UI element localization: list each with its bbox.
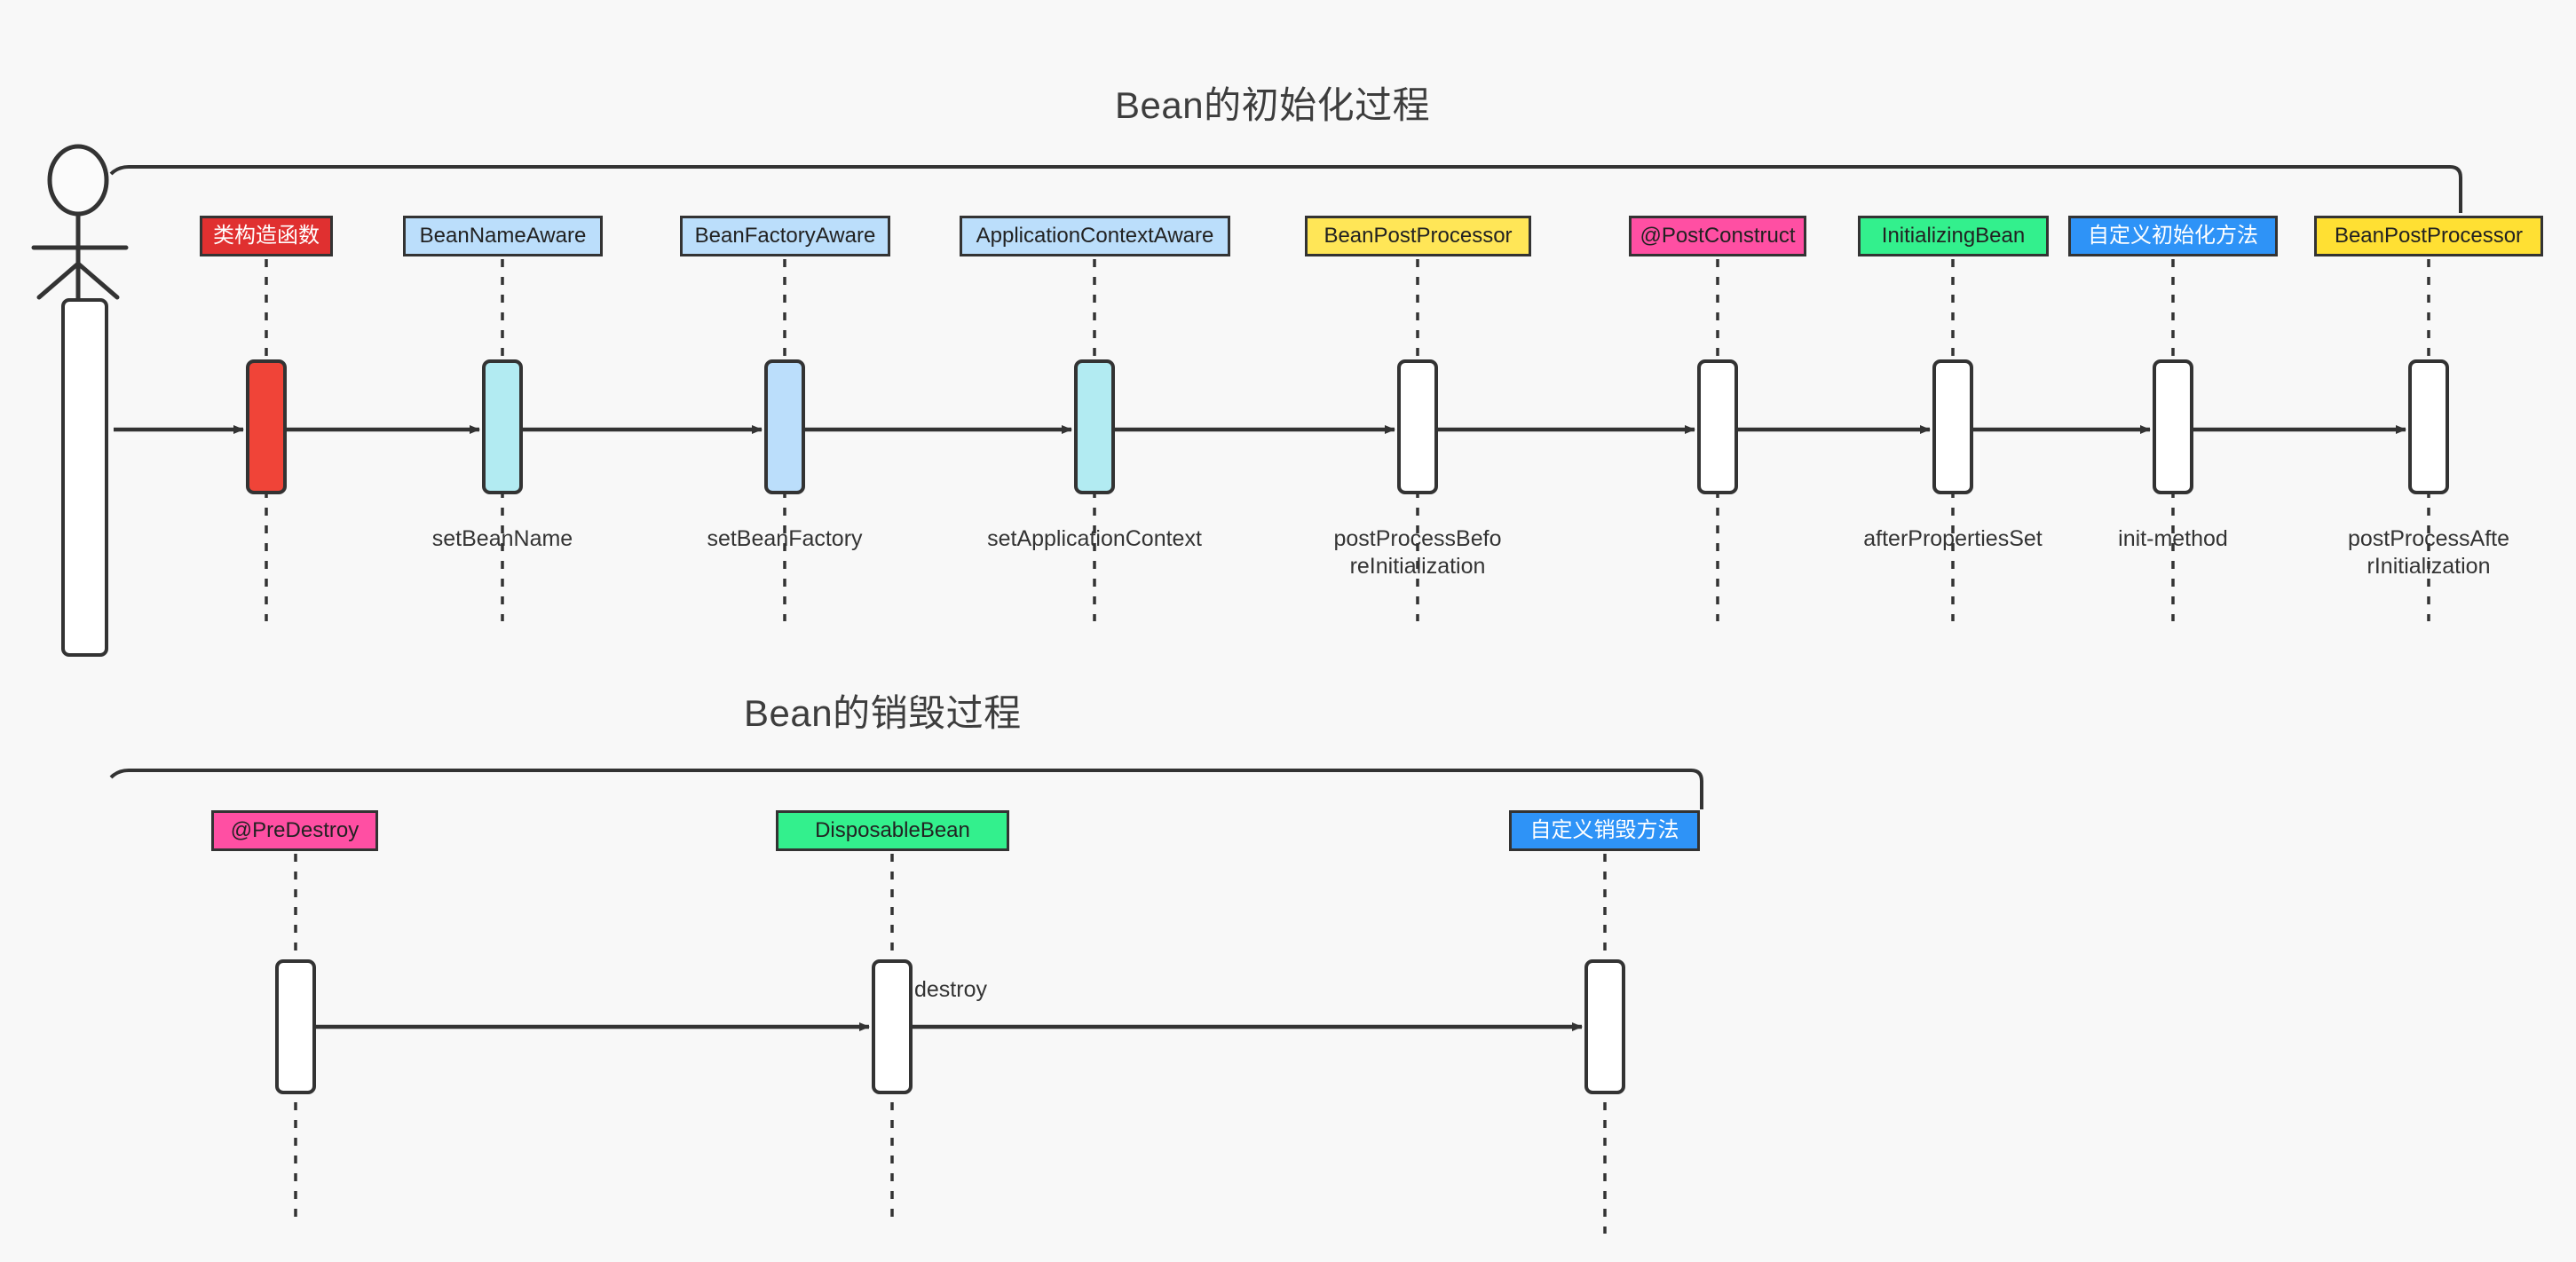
participant-box-initializing-bean[interactable]: InitializingBean	[1858, 216, 2049, 256]
participant-box-bean-factory-aware[interactable]: BeanFactoryAware	[680, 216, 890, 256]
destroy-section-bracket	[109, 769, 1703, 809]
participant-box-constructor[interactable]: 类构造函数	[200, 216, 333, 256]
participant-box-custom-init-method[interactable]: 自定义初始化方法	[2068, 216, 2278, 256]
participant-label: 自定义初始化方法	[2088, 224, 2258, 248]
participant-label: BeanNameAware	[419, 224, 587, 248]
destroy-section-title: Bean的销毁过程	[744, 692, 1022, 734]
message-label-post-process-before-initialization: postProcessBefo reInitialization	[1333, 526, 1502, 579]
actor-activation-bar	[61, 298, 108, 657]
participant-box-application-context-aware[interactable]: ApplicationContextAware	[960, 216, 1230, 256]
participant-label: InitializingBean	[1881, 224, 2026, 248]
participant-box-custom-destroy-method[interactable]: 自定义销毁方法	[1509, 810, 1700, 851]
participant-box-bean-post-processor-after[interactable]: BeanPostProcessor	[2314, 216, 2543, 256]
participant-label: BeanPostProcessor	[1324, 224, 1513, 248]
participant-box-disposable-bean[interactable]: DisposableBean	[776, 810, 1009, 851]
init-section-bracket	[109, 165, 2462, 213]
message-label-set-application-context: setApplicationContext	[987, 526, 1202, 551]
participant-box-bean-name-aware[interactable]: BeanNameAware	[403, 216, 603, 256]
participant-label: BeanPostProcessor	[2334, 224, 2524, 248]
participant-box-bean-post-processor-before[interactable]: BeanPostProcessor	[1305, 216, 1531, 256]
message-label-set-bean-name: setBeanName	[431, 526, 573, 551]
participant-box-post-construct[interactable]: @PostConstruct	[1629, 216, 1806, 256]
actor-stick-figure	[31, 144, 129, 304]
participant-label: @PostConstruct	[1640, 224, 1796, 248]
message-label-post-process-after-initialization: postProcessAfte rInitialization	[2347, 526, 2510, 579]
participant-label: BeanFactoryAware	[694, 224, 876, 248]
participant-label: 自定义销毁方法	[1529, 818, 1679, 842]
destroy-activation-bars	[275, 959, 1625, 1094]
participant-box-pre-destroy[interactable]: @PreDestroy	[211, 810, 378, 851]
message-label-init-method: init-method	[2118, 526, 2228, 551]
init-section-title: Bean的初始化过程	[1115, 84, 1431, 126]
message-label-destroy: destroy	[914, 977, 987, 1002]
message-label-after-properties-set: afterPropertiesSet	[1863, 526, 2043, 551]
participant-label: @PreDestroy	[230, 818, 360, 842]
message-label-set-bean-factory: setBeanFactory	[707, 526, 863, 551]
destroy-lifelines	[294, 854, 1607, 1234]
participant-label: ApplicationContextAware	[976, 224, 1214, 248]
participant-label: DisposableBean	[815, 818, 970, 842]
init-activation-bars	[246, 359, 2449, 494]
participant-label: 类构造函数	[213, 224, 320, 248]
